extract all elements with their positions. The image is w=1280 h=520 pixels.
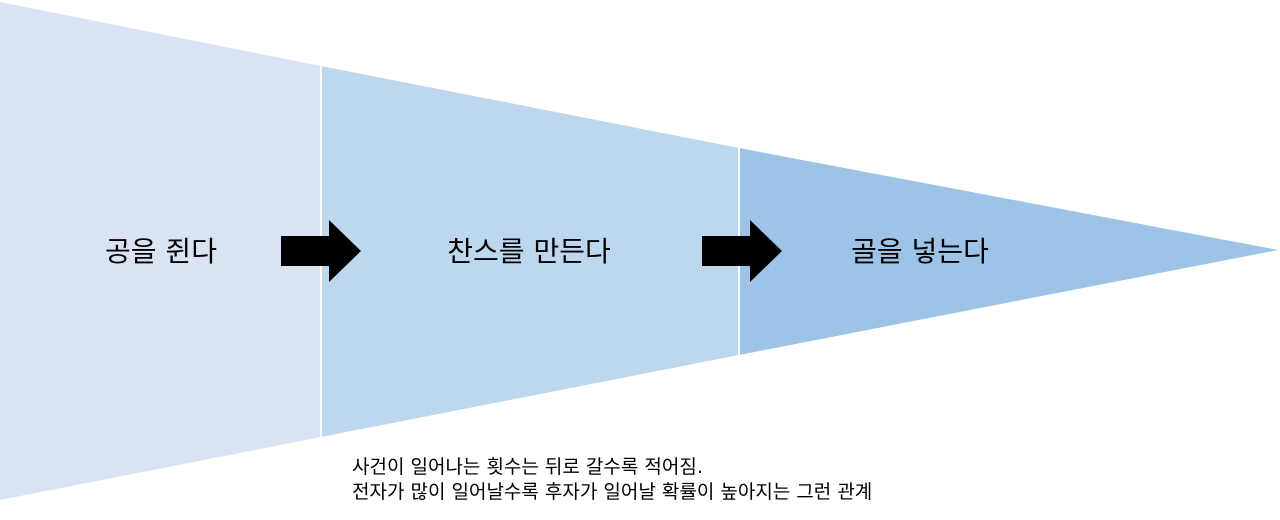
funnel-stage-1 (0, 2, 321, 500)
caption: 사건이 일어나는 횟수는 뒤로 갈수록 적어짐. 전자가 많이 일어날수록 후자… (352, 455, 872, 505)
stage-label-3: 골을 넣는다 (851, 235, 989, 268)
stage-label-1: 공을 쥔다 (105, 235, 217, 268)
right-arrow-icon (702, 220, 782, 282)
funnel-stage-2 (321, 66, 739, 437)
stage-label-2: 찬스를 만든다 (447, 235, 610, 268)
right-arrow-icon (281, 220, 361, 282)
caption-line-1: 사건이 일어나는 횟수는 뒤로 갈수록 적어짐. (352, 456, 703, 478)
funnel-stage-3 (739, 148, 1278, 355)
caption-line-2: 전자가 많이 일어날수록 후자가 일어날 확률이 높아지는 그런 관계 (352, 481, 873, 503)
